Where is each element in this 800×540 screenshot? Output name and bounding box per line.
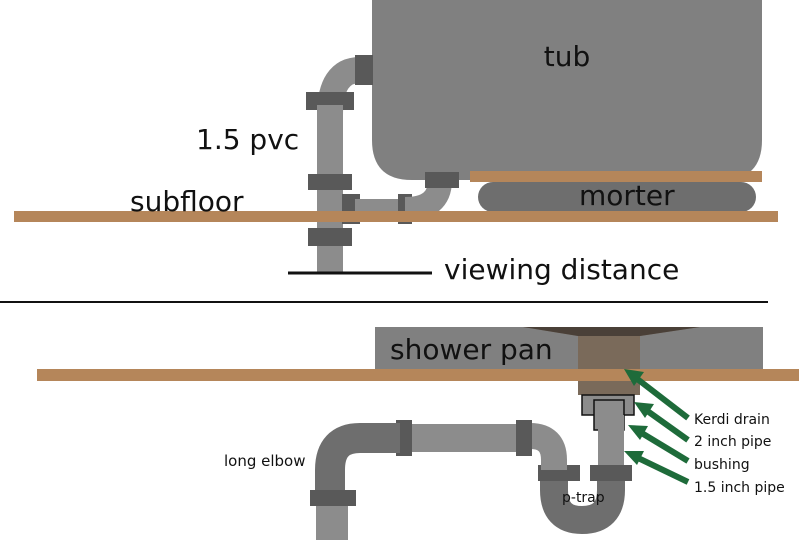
p-trap (529, 423, 632, 535)
subfloor-label: subfloor (130, 185, 244, 218)
mortar-label: morter (579, 179, 675, 212)
callout-kerdi-drain: Kerdi drain (694, 412, 770, 428)
shower-pan-label: shower pan (390, 333, 553, 366)
kerdi-drain (523, 327, 700, 380)
ptrap-label: p-trap (562, 490, 605, 506)
tub-support-board (470, 171, 762, 182)
pipe-label: 1.5 pvc (196, 123, 299, 156)
subfloor-bottom (37, 369, 799, 381)
long-elbow-assembly (310, 420, 532, 540)
viewing-distance-label: viewing distance (444, 253, 679, 286)
callout-bushing: bushing (694, 457, 750, 473)
mortar-bed (478, 182, 756, 212)
subfloor-top (14, 211, 778, 222)
long-elbow-label: long elbow (224, 452, 306, 470)
callout-one-half-inch-pipe: 1.5 inch pipe (694, 480, 785, 496)
callout-two-inch-pipe: 2 inch pipe (694, 434, 771, 450)
tub (372, 0, 762, 180)
drain-body (578, 381, 640, 395)
tub-label: tub (544, 40, 591, 73)
callout-arrows (624, 369, 690, 485)
